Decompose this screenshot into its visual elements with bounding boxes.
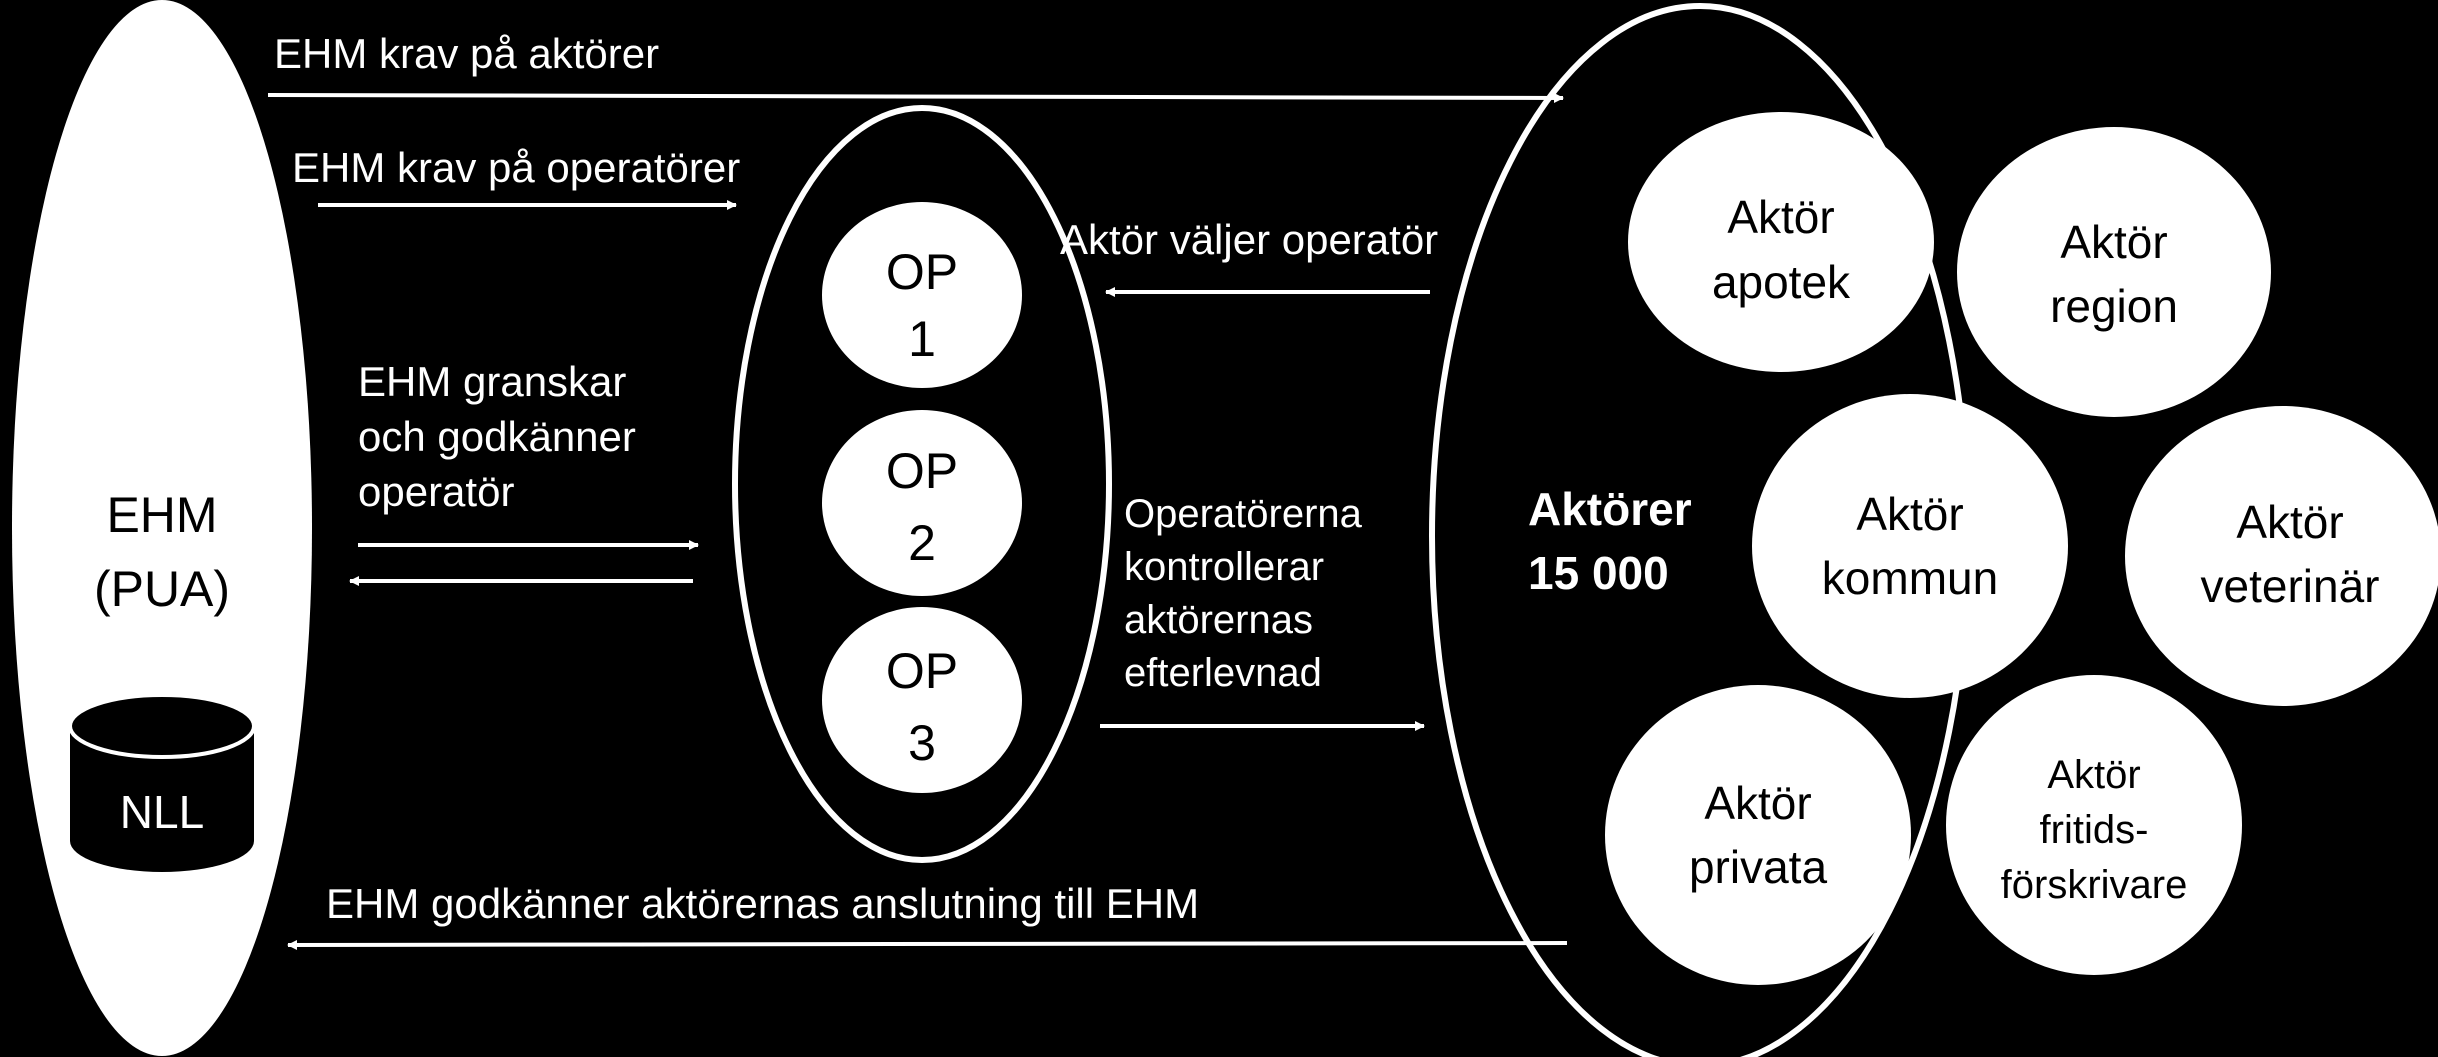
ehm-subtitle: (PUA) bbox=[94, 561, 230, 617]
label-krav-aktorer: EHM krav på aktörer bbox=[274, 30, 659, 77]
actor-region: Aktör region bbox=[1957, 127, 2271, 417]
actors-group-title: Aktörer bbox=[1528, 483, 1692, 535]
operator-1: OP 1 bbox=[822, 202, 1022, 388]
actor-fritids-line2: fritids- bbox=[2040, 808, 2149, 852]
actor-privata: Aktör privata bbox=[1605, 685, 1911, 985]
actor-fritids-line1: Aktör bbox=[2047, 753, 2140, 797]
actor-veterinar-line1: Aktör bbox=[2236, 496, 2343, 548]
nll-label: NLL bbox=[120, 786, 204, 838]
arrows bbox=[267, 92, 1568, 950]
label-kontrollerar: Operatörerna kontrollerar aktörernas eft… bbox=[1124, 492, 1363, 695]
actor-apotek-line2: apotek bbox=[1712, 256, 1851, 308]
label-granskar: EHM granskar och godkänner operatör bbox=[358, 358, 636, 515]
label-valjer-operator: Aktör väljer operatör bbox=[1060, 216, 1438, 263]
actor-fritids-line3: förskrivare bbox=[2001, 863, 2188, 907]
actor-veterinar-line2: veterinär bbox=[2201, 560, 2380, 612]
operators-group: OP 1 OP 2 OP 3 bbox=[732, 105, 1112, 863]
actor-veterinar: Aktör veterinär bbox=[2125, 406, 2438, 706]
actor-apotek-line1: Aktör bbox=[1727, 191, 1834, 243]
ehm-node: EHM (PUA) bbox=[12, 0, 312, 1056]
actor-privata-line1: Aktör bbox=[1704, 777, 1811, 829]
actor-region-line1: Aktör bbox=[2060, 216, 2167, 268]
label-granskar-line1: EHM granskar bbox=[358, 358, 626, 405]
operator-3-label: OP bbox=[886, 643, 958, 699]
actor-kommun-line1: Aktör bbox=[1856, 488, 1963, 540]
actor-kommun-line2: kommun bbox=[1822, 552, 1998, 604]
actors-group: Aktörer 15 000 Aktör apotek Aktör region… bbox=[1429, 3, 2438, 1057]
operator-3-number: 3 bbox=[908, 715, 936, 771]
label-kontrollerar-line2: kontrollerar bbox=[1124, 545, 1324, 589]
arrow-godkanner bbox=[287, 939, 1568, 950]
label-granskar-line3: operatör bbox=[358, 468, 514, 515]
operator-2-number: 2 bbox=[908, 515, 936, 571]
actor-apotek: Aktör apotek bbox=[1628, 112, 1934, 372]
actors-group-count: 15 000 bbox=[1528, 547, 1669, 599]
operator-2-label: OP bbox=[886, 443, 958, 499]
label-kontrollerar-line4: efterlevnad bbox=[1124, 651, 1322, 695]
arrow-krav-aktorer bbox=[267, 92, 1564, 103]
actor-region-line2: region bbox=[2050, 280, 2178, 332]
operator-1-label: OP bbox=[886, 244, 958, 300]
label-granskar-line2: och godkänner bbox=[358, 413, 636, 460]
operator-2: OP 2 bbox=[822, 410, 1022, 596]
label-godkanner: EHM godkänner aktörernas anslutning till… bbox=[326, 880, 1199, 927]
label-kontrollerar-line3: aktörernas bbox=[1124, 598, 1313, 642]
operator-1-number: 1 bbox=[908, 311, 936, 367]
actor-fritidsforskrivare: Aktör fritids- förskrivare bbox=[1946, 675, 2242, 975]
label-kontrollerar-line1: Operatörerna bbox=[1124, 492, 1363, 536]
operator-3: OP 3 bbox=[822, 607, 1022, 793]
actor-privata-line2: privata bbox=[1689, 841, 1827, 893]
label-krav-operatorer: EHM krav på operatörer bbox=[292, 144, 740, 191]
nll-database-icon: NLL bbox=[68, 693, 256, 872]
ehm-title: EHM bbox=[106, 487, 217, 543]
actor-kommun: Aktör kommun bbox=[1752, 394, 2068, 698]
